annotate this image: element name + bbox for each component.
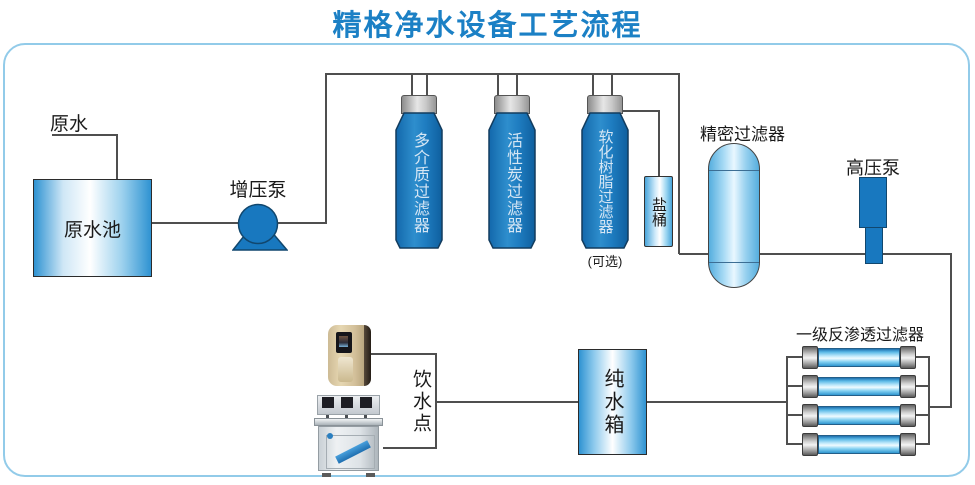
booster-pump-label: 增压泵 [229,180,287,201]
station-counter [314,418,383,426]
raw-water-pool-label: 原水池 [63,219,121,241]
membrane-end-cap [900,375,916,398]
wall-dispenser-image [328,325,371,386]
membrane-tube [818,435,900,454]
membrane-tube [818,377,900,396]
precision-filter-vessel [708,143,760,288]
water-station-image [314,394,385,477]
dispenser-screen [336,332,352,353]
high-pressure-pump-base [865,227,883,264]
raw-water-label: 原水 [50,114,89,135]
resin-filter-tank [581,112,629,249]
membrane-end-cap [900,346,916,369]
pure-water-tank-label: 纯水箱 [601,367,623,437]
membrane-tube [818,406,900,425]
station-door [326,435,375,469]
pure-water-tank: 纯水箱 [578,349,647,455]
station-foot [366,473,375,477]
membrane-tube [818,348,900,367]
station-window [360,397,372,408]
dispenser-recess [338,357,353,382]
media-filter-label: 多介质过滤器 [411,132,428,234]
salt-bucket-label: 盐桶 [650,196,667,227]
membrane-end-cap [900,433,916,456]
resin-filter-label: 软化树脂过滤器 [596,128,614,234]
optional-label: (可选) [587,254,623,269]
precision-filter-label: 精密过滤器 [700,125,785,144]
membrane-end-cap [802,433,818,456]
station-cabinet [318,426,379,471]
carbon-filter-tank [488,112,536,249]
station-window [322,397,334,408]
high-pressure-pump-body [859,177,887,228]
media-filter-tank [395,112,443,249]
membrane-end-cap [802,404,818,427]
membrane-end-cap [802,375,818,398]
booster-pump-icon [232,203,288,251]
station-window [341,397,353,408]
station-foot [322,473,331,477]
carbon-filter-label: 活性炭过滤器 [504,132,521,234]
membrane-end-cap [900,404,916,427]
high-pressure-pump-label: 高压泵 [846,158,900,178]
vessel-seam [709,170,759,171]
ro-filter-label: 一级反渗透过滤器 [796,327,925,344]
station-logo [327,433,333,439]
page-title: 精格净水设备工艺流程 [332,10,643,42]
vessel-seam [709,262,759,263]
dispenser-side-panel [364,325,371,386]
salt-bucket: 盐桶 [644,176,673,247]
drinking-point-label: 饮水点 [410,369,431,435]
raw-water-pool: 原水池 [33,179,152,277]
membrane-end-cap [802,346,818,369]
